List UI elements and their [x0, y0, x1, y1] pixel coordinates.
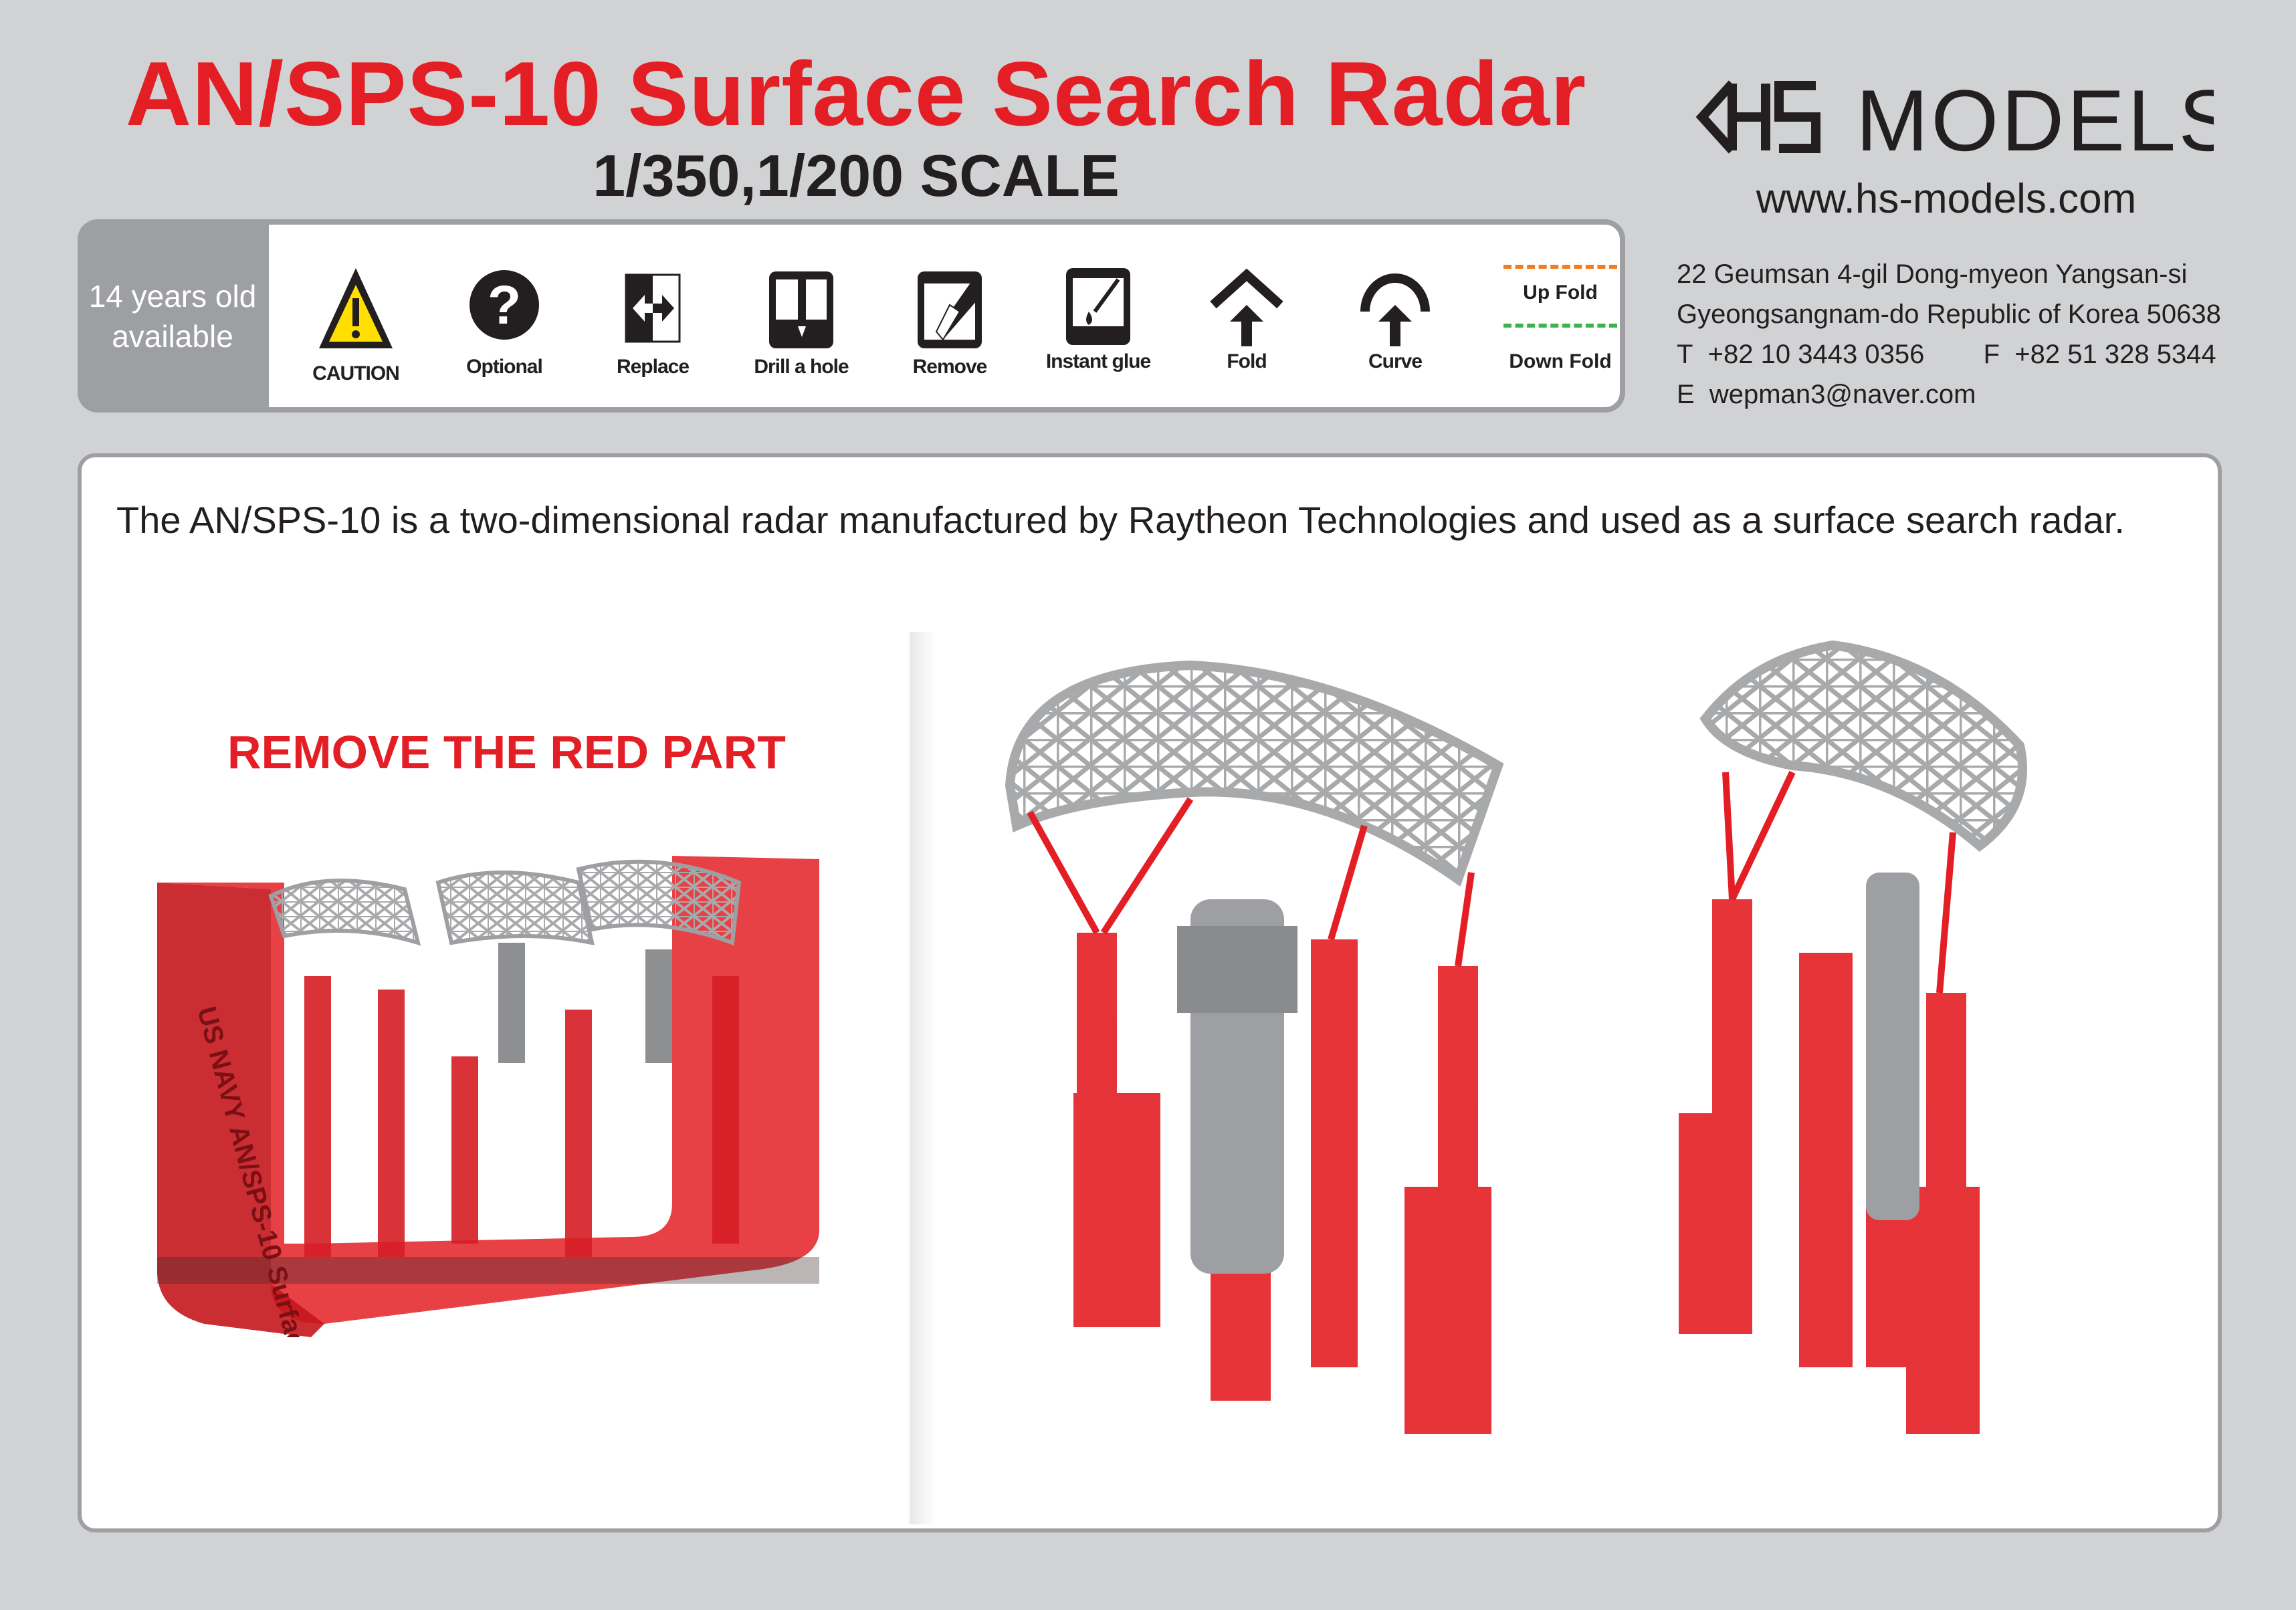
age-notice: 14 years old available — [78, 219, 268, 413]
legend-label: Remove — [912, 356, 988, 378]
scale-subtitle: 1/350,1/200 SCALE — [593, 142, 1120, 209]
hs-models-logo: MODELS — [1695, 74, 2214, 160]
down-fold-line — [1503, 324, 1617, 328]
radar-view-angled — [1679, 640, 2027, 1434]
legend-label: Optional — [466, 356, 543, 378]
drill-icon — [769, 271, 833, 348]
caution-icon — [319, 268, 393, 348]
address-line-1: 22 Geumsan 4-gil Dong-myeon Yangsan-si — [1677, 259, 2188, 289]
content-panel — [78, 453, 2222, 1532]
curve-icon — [1360, 273, 1430, 346]
legend-label: Replace — [616, 356, 690, 378]
legend-caution: CAUTION — [289, 225, 423, 407]
email-line: E wepman3@naver.com — [1677, 380, 1976, 410]
legend-remove: Remove — [883, 225, 1017, 407]
phone-label: T — [1677, 340, 1693, 369]
fax-number: +82 51 328 5344 — [2014, 340, 2216, 369]
legend-icons: CAUTION ? Optional Replace Drill a hole … — [269, 225, 1620, 407]
age-line-2: available — [112, 318, 233, 354]
legend-curve: Curve — [1328, 225, 1462, 407]
radar-antenna — [268, 859, 742, 946]
email-label: E — [1677, 380, 1695, 409]
address-line-2: Gyeongsangnam-do Republic of Korea 50638 — [1677, 300, 2221, 329]
email-address[interactable]: wepman3@naver.com — [1709, 380, 1976, 409]
legend-drill: Drill a hole — [734, 225, 868, 407]
image-divider — [910, 632, 936, 1524]
legend-fold: Fold — [1180, 225, 1314, 407]
legend-replace: Replace — [586, 225, 720, 407]
up-fold-line — [1503, 265, 1617, 269]
fold-icon — [1210, 268, 1283, 346]
description-text: The AN/SPS-10 is a two-dimensional radar… — [116, 499, 2125, 541]
fax-label: F — [1983, 340, 2000, 369]
phone-fax-line: T +82 10 3443 0356 F +82 51 328 5344 — [1677, 340, 2216, 370]
legend-fold-lines: Up Fold Down Fold — [1477, 225, 1624, 407]
legend-label: Instant glue — [1045, 350, 1151, 372]
replace-icon — [625, 273, 681, 343]
svg-text:MODELS: MODELS — [1856, 74, 2214, 160]
down-fold-label: Down Fold — [1509, 350, 1612, 372]
website-url[interactable]: www.hs-models.com — [1756, 176, 2137, 222]
legend-optional: ? Optional — [437, 225, 571, 407]
glue-icon — [1066, 268, 1130, 345]
instruction-heading: REMOVE THE RED PART — [227, 726, 786, 778]
up-fold-label: Up Fold — [1523, 281, 1598, 304]
phone-number: +82 10 3443 0356 — [1707, 340, 1925, 369]
symbol-legend: 14 years old available CAUTION ? Optional… — [78, 219, 1625, 413]
page-title: AN/SPS-10 Surface Search Radar — [125, 43, 1587, 144]
legend-label: Drill a hole — [754, 356, 849, 378]
svg-text:?: ? — [488, 275, 521, 336]
age-line-1: 14 years old — [88, 278, 257, 314]
knife-icon — [918, 271, 982, 348]
legend-label: Curve — [1368, 350, 1423, 372]
legend-glue: Instant glue — [1031, 225, 1165, 407]
radar-closeup-images — [1005, 640, 2027, 1434]
question-icon: ? — [469, 270, 539, 340]
model-with-supports-image: US NAVY AN/SPS-10 Surface Search Radar — [157, 856, 819, 1337]
legend-label: CAUTION — [312, 362, 400, 384]
radar-view-front — [1005, 660, 1504, 1434]
legend-label: Fold — [1227, 350, 1267, 372]
